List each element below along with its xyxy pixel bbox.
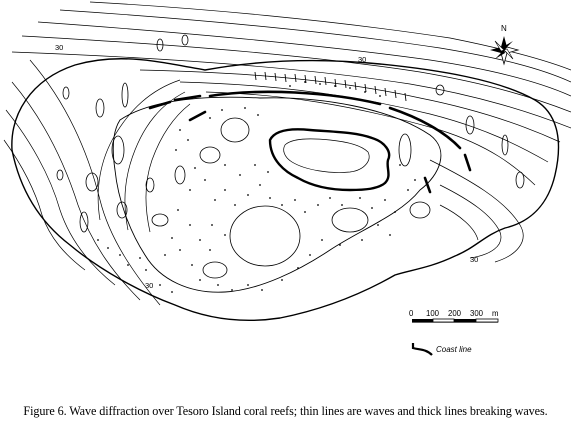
scale-tick-100: 100 — [426, 309, 440, 318]
scale-tick-0: 0 — [409, 309, 414, 318]
compass-rose-icon — [490, 36, 520, 66]
scale-tick-300: 300 — [470, 309, 484, 318]
scale-tick-200: 200 — [448, 309, 462, 318]
figure-caption: Figure 6. Wave diffraction over Tesoro I… — [23, 404, 548, 418]
scale-unit: m — [492, 309, 499, 318]
coast-line-legend-label: Coast line — [436, 345, 472, 354]
scale-bar — [412, 318, 499, 323]
coast-line-symbol-icon — [411, 343, 433, 356]
north-label: N — [501, 24, 507, 33]
reef-patches — [56, 34, 525, 279]
inner-reef-outline — [112, 96, 442, 293]
reef-edge-hatching — [254, 71, 407, 102]
reef-outline — [11, 58, 560, 322]
wave-lines — [3, 1, 571, 306]
depth-label-ne: 30 — [358, 55, 366, 64]
depth-label-e: 30 — [470, 255, 478, 264]
island-inner-contour — [283, 138, 370, 173]
coral-stipple — [97, 81, 416, 293]
island-coastline — [268, 128, 391, 192]
depth-label-sw: 30 — [145, 281, 153, 290]
breaking-waves — [148, 90, 472, 194]
depth-label-nw: 30 — [55, 43, 63, 52]
